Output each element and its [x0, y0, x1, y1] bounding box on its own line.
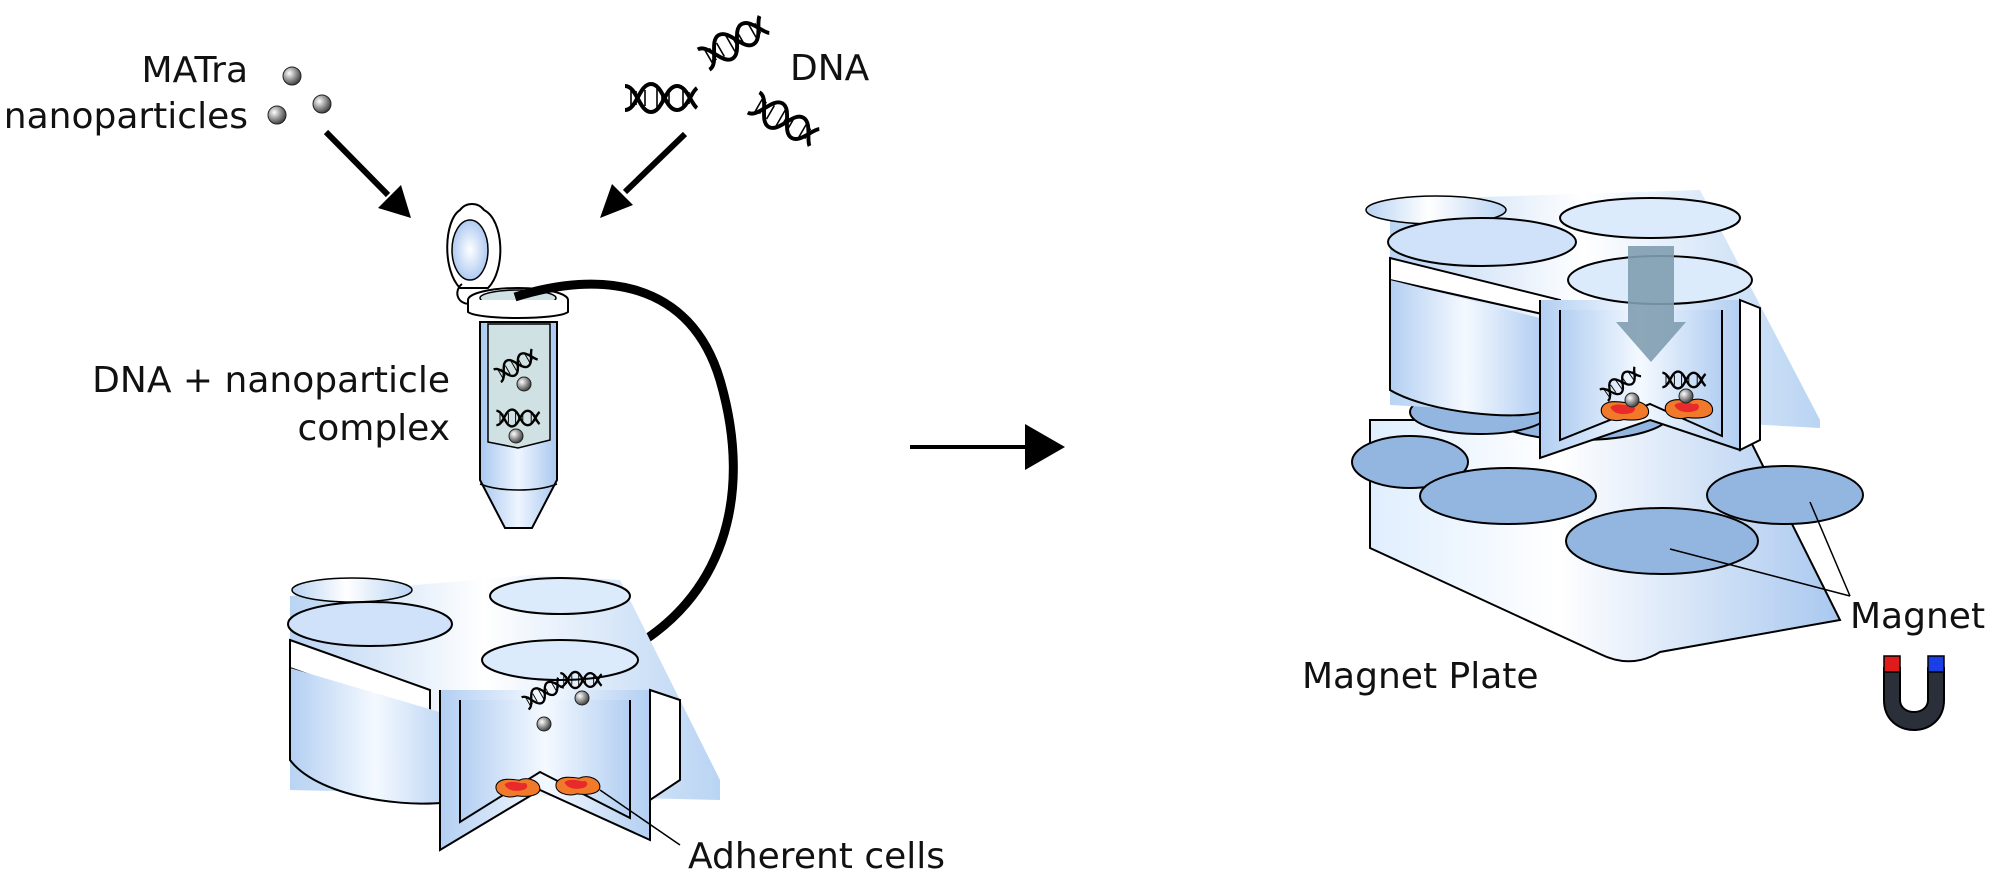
nanoparticles-label: MATra [142, 50, 248, 91]
process-arrow [910, 424, 1065, 470]
nanoparticle-icon [516, 376, 532, 392]
nanoparticle-icon [312, 94, 332, 114]
magnet-icon [1883, 655, 1945, 731]
magnetic-force-arrow [1616, 246, 1686, 362]
cell-icon [495, 778, 541, 798]
cell-icon [555, 776, 601, 796]
microcentrifuge-tube-icon [446, 203, 569, 529]
nanoparticle-icon [282, 66, 302, 86]
magnet-plate-label: Magnet Plate [1302, 656, 1539, 697]
magnet-spot [1565, 507, 1759, 575]
well-plate-left [287, 575, 720, 852]
adherent-cells-label: Adherent cells [688, 836, 945, 877]
nanoparticle-icon [1678, 388, 1694, 404]
dna-icon [625, 84, 697, 112]
arrow-nanoparticles-to-tube [323, 129, 411, 218]
nanoparticle-icon [267, 105, 287, 125]
dna-icon [694, 10, 774, 74]
nanoparticles-label-line2: nanoparticles [4, 96, 248, 137]
magnet-north-pole [1883, 655, 1901, 673]
magnet-spot [1351, 435, 1469, 489]
magnet-label: Magnet [1850, 596, 1985, 637]
nanoparticle-icon [508, 428, 524, 444]
complex-label: DNA + nanoparticle [92, 360, 450, 401]
dna-label: DNA [790, 48, 870, 89]
arrow-dna-to-tube [600, 131, 688, 218]
magnet-spot [1419, 467, 1597, 525]
dna-icon [744, 88, 824, 152]
magnet-south-pole [1927, 655, 1945, 673]
cell-icon [1600, 400, 1650, 422]
nanoparticle-icon [574, 690, 590, 706]
nanoparticle-icon [1624, 392, 1640, 408]
complex-label-line2: complex [297, 408, 450, 449]
magnet-spot [1706, 465, 1864, 525]
nanoparticles-group [267, 66, 332, 125]
well-plate-right [1365, 190, 1820, 460]
nanoparticle-icon [536, 716, 552, 732]
